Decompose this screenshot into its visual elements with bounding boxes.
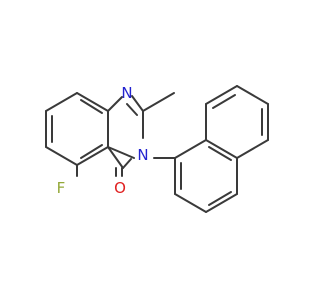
- carbonyl-bond: [115, 167, 123, 177]
- nitrogen-atom-label: N: [137, 146, 148, 164]
- naphthalene-lower-ring: [174, 139, 238, 213]
- pyrimidinone-ring: [107, 95, 144, 169]
- oxygen-atom-label: O: [114, 179, 126, 197]
- molecule-structure: N N F O: [45, 84, 269, 213]
- benzo-ring: [45, 92, 109, 166]
- methyl-bond: [142, 92, 175, 112]
- fluorine-atom-label: F: [57, 179, 66, 197]
- naphthalene-upper-ring: [205, 85, 269, 159]
- nitrogen-atom-label: N: [121, 84, 132, 102]
- molecule-canvas: N N F O: [45, 84, 269, 213]
